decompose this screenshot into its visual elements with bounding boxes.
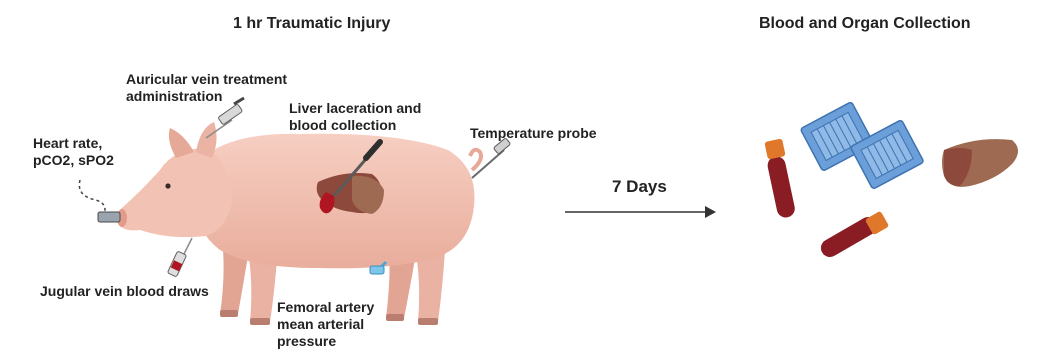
heart-rate-sensor-icon [79, 180, 120, 222]
temperature-label: Temperature probe [470, 125, 597, 142]
temperature-probe-icon [472, 138, 511, 178]
arrow-label: 7 Days [612, 178, 667, 195]
auricular-label: Auricular vein treatment administration [126, 71, 287, 105]
liver-label: Liver laceration and blood collection [289, 100, 421, 134]
jugular-syringe-icon [167, 238, 192, 277]
collection-items [764, 102, 1018, 261]
right-title: Blood and Organ Collection [759, 14, 971, 34]
pig-eye [165, 183, 170, 188]
pig-ear-right [196, 122, 217, 158]
pig-tail [470, 150, 481, 170]
jugular-label: Jugular vein blood draws [40, 283, 209, 300]
timeline-arrow [565, 206, 716, 218]
pig-head [117, 148, 232, 237]
blood-tube-vertical-icon [764, 138, 796, 219]
blood-tube-horizontal-icon [818, 211, 890, 261]
femoral-label: Femoral artery mean arterial pressure [277, 299, 374, 350]
heart-rate-label: Heart rate, pCO2, sPO2 [33, 135, 114, 169]
left-title: 1 hr Traumatic Injury [233, 14, 390, 34]
